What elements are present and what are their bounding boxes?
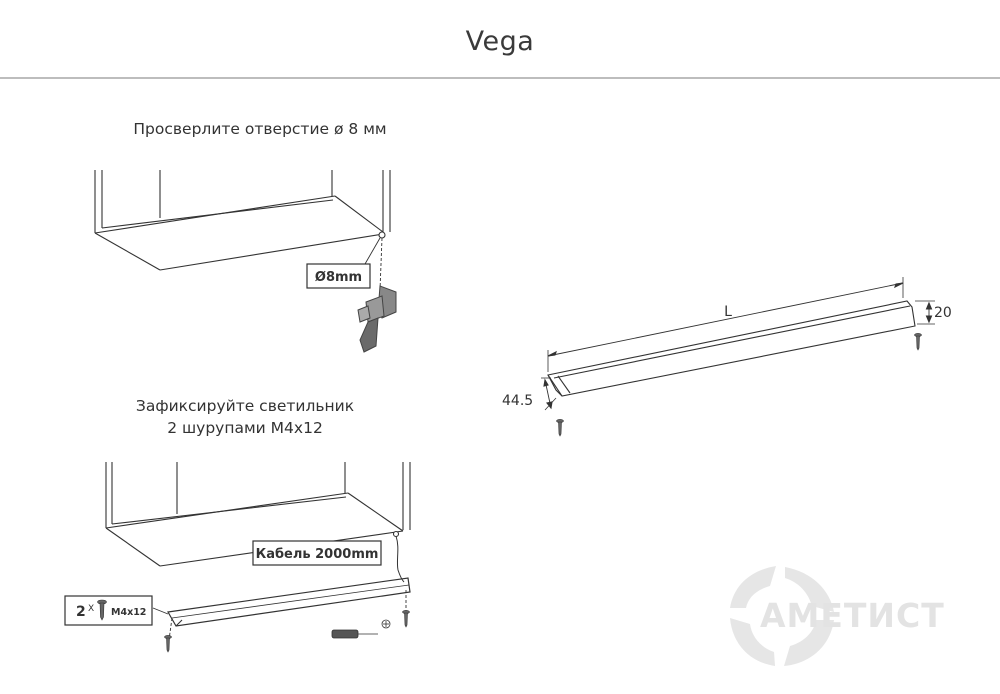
hole-diameter-label: Ø8mm [315,270,362,285]
height-dimension-label: 20 [934,305,952,321]
step-1-line-1: Просверлите отверстие ø 8 мм [133,120,387,138]
screw-icon [556,419,564,437]
length-dimension-label: L [724,304,732,320]
ametist-watermark: АМЕТИСТ [730,566,945,666]
hole-diameter-callout: Ø8mm [306,263,371,289]
cable-label: Кабель 2000mm [256,547,379,562]
screw-times-label: X [88,604,94,614]
step-1-instruction: Просверлите отверстие ø 8 мм [80,118,440,140]
step-2-line-2: 2 шурупами M4x12 [167,419,323,437]
screw-count-label: 2 [76,604,86,620]
cable-callout: Кабель 2000mm [252,540,382,566]
cabinet-mounting-illustration [105,462,411,641]
screw-icon [97,599,107,621]
cabinet-drill-illustration [94,170,391,291]
title-divider [0,77,1000,79]
screw-count-callout: 2 X M4x12 [64,595,153,626]
screw-icon [402,610,410,628]
depth-dimension-label: 44.5 [502,393,533,409]
screw-icon [164,635,172,653]
screw-spec-label: M4x12 [111,607,146,618]
ametist-wordmark: АМЕТИСТ [760,596,945,635]
page-title: Vega [465,26,535,57]
screw-icon [914,333,922,351]
step-2-line-1: Зафиксируйте светильник [135,397,355,415]
drill-icon [357,285,397,353]
ametist-logo-icon [730,566,834,666]
step-2-instruction: Зафиксируйте светильник 2 шурупами M4x12 [95,395,395,439]
light-bar-dimension-drawing [541,277,935,411]
screwdriver-icon [331,619,391,639]
